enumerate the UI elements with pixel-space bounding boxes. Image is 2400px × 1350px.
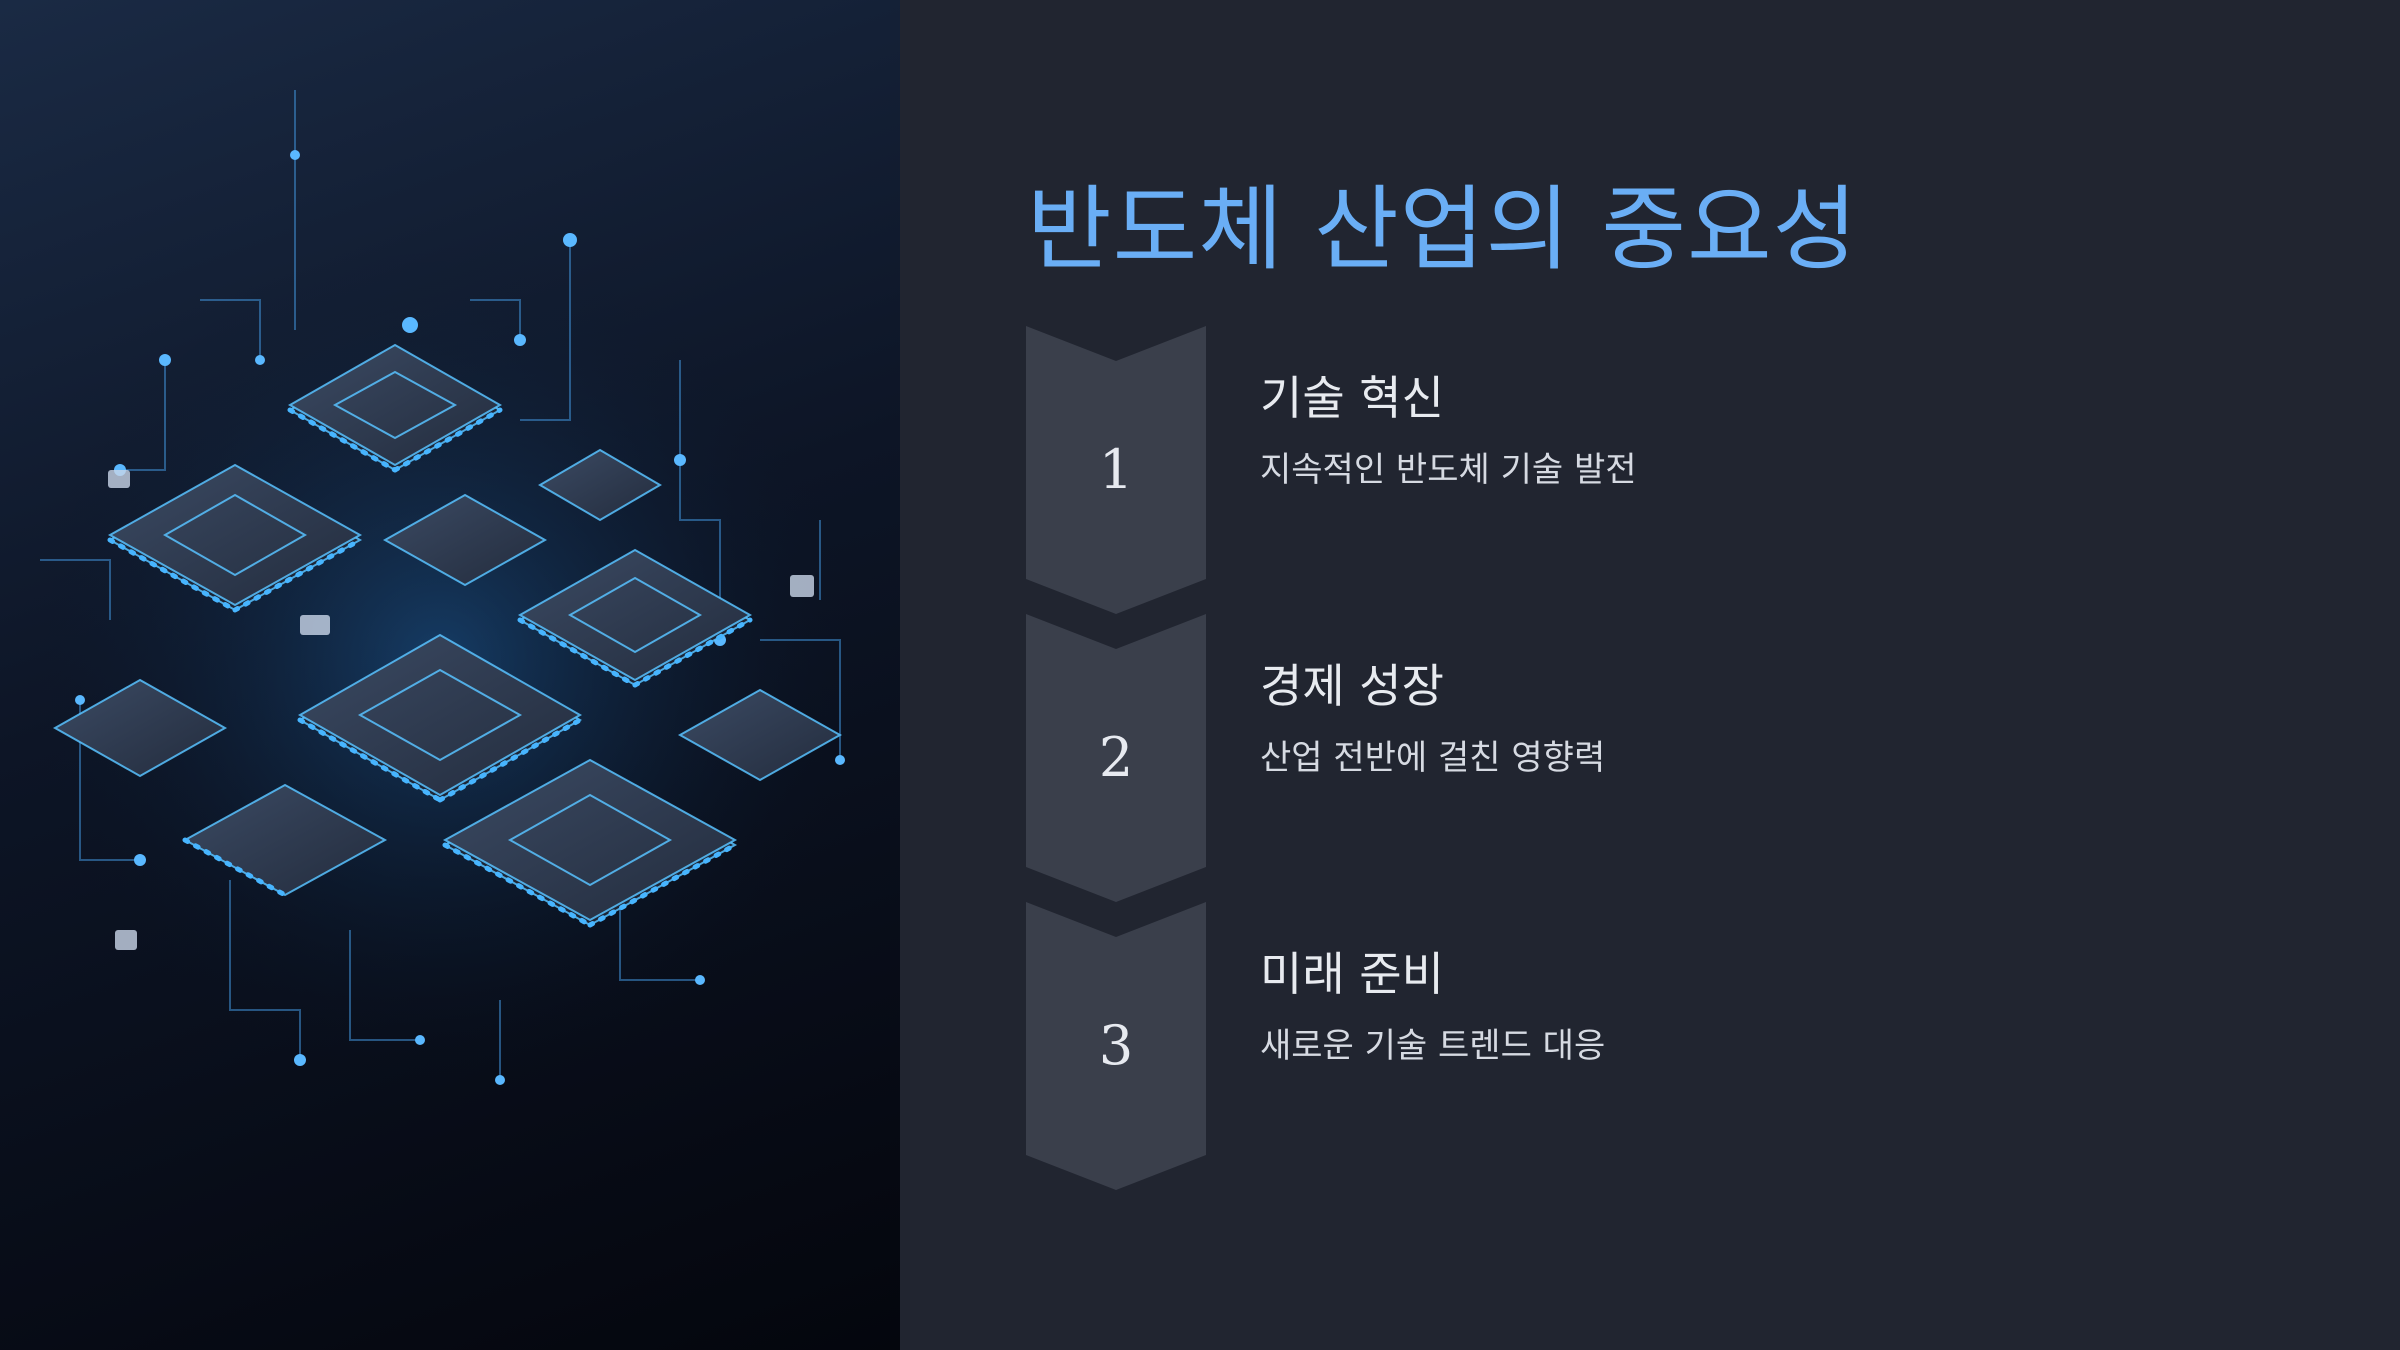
- slide-title: 반도체 산업의 중요성: [1027, 176, 1859, 283]
- step-number: 3: [1098, 1014, 1134, 1077]
- step-heading: 경제 성장: [1260, 659, 1444, 713]
- chevron-shape: [1026, 902, 1206, 1190]
- step-description: 산업 전반에 걸친 영향력: [1260, 738, 1606, 778]
- chevron-shape: [1026, 614, 1206, 902]
- step-heading: 기술 혁신: [1260, 371, 1444, 425]
- step-description: 새로운 기술 트렌드 대응: [1260, 1026, 1606, 1066]
- step-number: 2: [1098, 726, 1134, 789]
- step-heading: 미래 준비: [1260, 947, 1444, 1001]
- step-item: 3 미래 준비 새로운 기술 트렌드 대응: [1026, 902, 2326, 1190]
- step-item: 1 기술 혁신 지속적인 반도체 기술 발전: [1026, 326, 2326, 614]
- content-panel: 반도체 산업의 중요성 1 기술 혁신 지속적인 반도체 기술 발전 2 경제 …: [900, 0, 2400, 1350]
- hero-image-panel: [0, 0, 900, 1350]
- step-item: 2 경제 성장 산업 전반에 걸친 영향력: [1026, 614, 2326, 902]
- chevron-shape: [1026, 326, 1206, 614]
- step-number: 1: [1098, 438, 1134, 501]
- semiconductor-chips-illustration: [20, 90, 860, 1085]
- step-description: 지속적인 반도체 기술 발전: [1260, 450, 1637, 490]
